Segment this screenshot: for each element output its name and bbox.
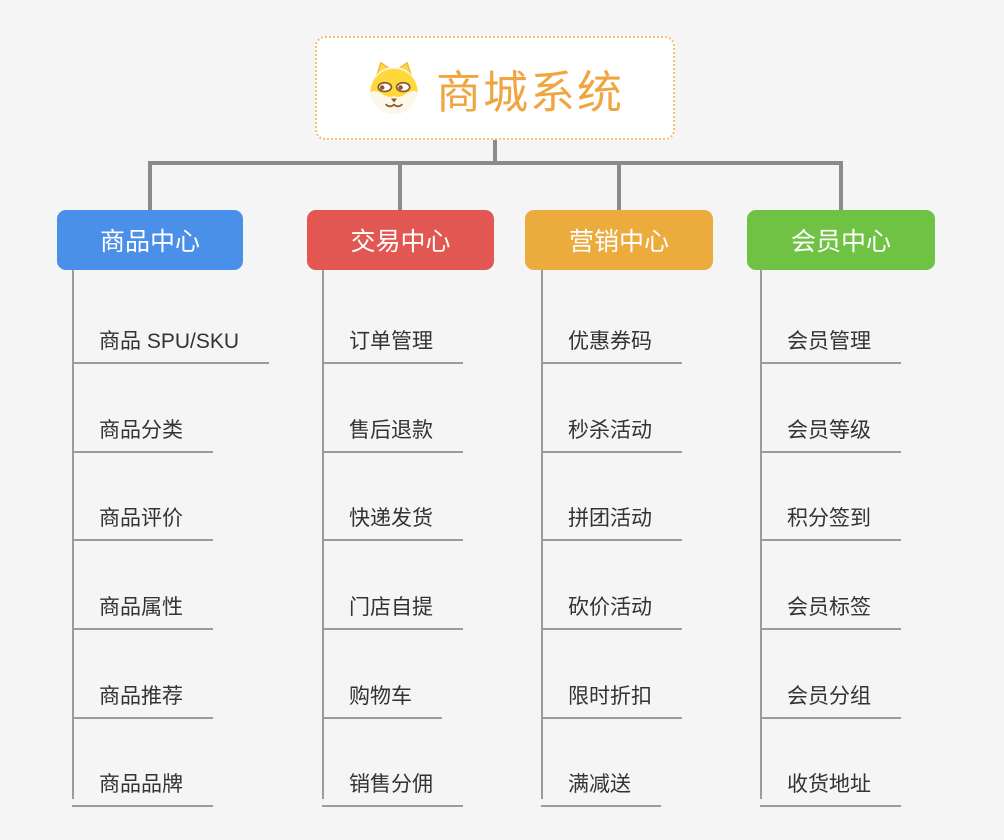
- leaf-item[interactable]: 商品 SPU/SKU: [72, 325, 270, 364]
- leaf-item[interactable]: 订单管理: [322, 325, 463, 364]
- leaf-item[interactable]: 购物车: [322, 680, 442, 719]
- leaf-item[interactable]: 砍价活动: [541, 591, 682, 630]
- leaf-item[interactable]: 销售分佣: [322, 768, 463, 807]
- leaf-item[interactable]: 收货地址: [760, 768, 901, 807]
- branch-trade-center[interactable]: 交易中心: [307, 210, 494, 270]
- branch-member-center[interactable]: 会员中心: [747, 210, 935, 270]
- leaf-item[interactable]: 会员管理: [760, 325, 901, 364]
- leaf-item[interactable]: 会员等级: [760, 414, 901, 453]
- leaf-item[interactable]: 商品评价: [72, 502, 213, 541]
- connector-trunk-line: [148, 161, 843, 165]
- connector-column-product: [72, 270, 74, 799]
- leaf-item[interactable]: 会员分组: [760, 680, 901, 719]
- leaf-item[interactable]: 商品品牌: [72, 768, 213, 807]
- connector-drop-trade: [398, 161, 402, 210]
- leaf-item[interactable]: 优惠券码: [541, 325, 682, 364]
- leaf-item[interactable]: 满减送: [541, 768, 661, 807]
- connector-column-member: [760, 270, 762, 799]
- branch-product-center[interactable]: 商品中心: [57, 210, 243, 270]
- connector-drop-member: [839, 161, 843, 210]
- leaf-item[interactable]: 商品推荐: [72, 680, 213, 719]
- connector-column-trade: [322, 270, 324, 799]
- root-node[interactable]: 商城系统: [315, 36, 675, 140]
- leaf-item[interactable]: 快递发货: [322, 502, 463, 541]
- connector-drop-product: [148, 161, 152, 210]
- connector-root-stub: [493, 140, 497, 163]
- leaf-item[interactable]: 商品分类: [72, 414, 213, 453]
- dog-face-icon: [370, 61, 418, 115]
- leaf-item[interactable]: 会员标签: [760, 591, 901, 630]
- leaf-item[interactable]: 商品属性: [72, 591, 213, 630]
- root-title: 商城系统: [435, 66, 624, 118]
- branch-marketing-center[interactable]: 营销中心: [525, 210, 713, 270]
- leaf-item[interactable]: 积分签到: [760, 502, 901, 541]
- leaf-item[interactable]: 门店自提: [322, 591, 463, 630]
- leaf-item[interactable]: 秒杀活动: [541, 414, 682, 453]
- leaf-item[interactable]: 售后退款: [322, 414, 463, 453]
- leaf-item[interactable]: 限时折扣: [541, 680, 682, 719]
- leaf-item[interactable]: 拼团活动: [541, 502, 682, 541]
- connector-column-marketing: [541, 270, 543, 799]
- connector-drop-marketing: [617, 161, 621, 210]
